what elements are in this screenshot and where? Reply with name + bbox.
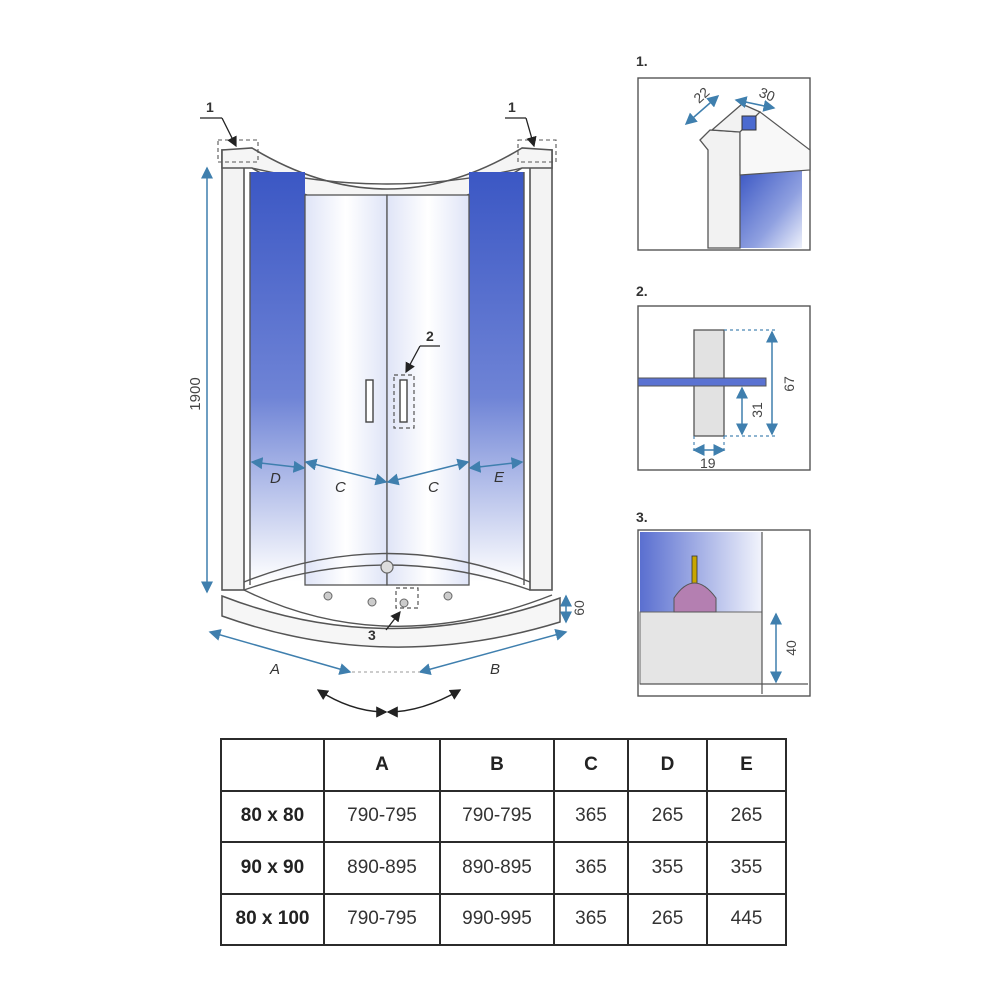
table-cell: 365 xyxy=(553,892,629,946)
detail-3-title: 3. xyxy=(636,509,648,525)
row-label: 90 x 90 xyxy=(220,841,325,895)
detail-1-title: 1. xyxy=(636,53,648,69)
shower-tray xyxy=(221,594,561,648)
detail-3-post xyxy=(691,555,698,587)
callouts: 1 1 2 3 xyxy=(200,99,537,643)
row-label: 80 x 100 xyxy=(220,892,325,946)
table-cell: 355 xyxy=(706,841,787,895)
detail-3: 3. 40 xyxy=(636,509,811,697)
detail-3-seal xyxy=(673,582,717,613)
right-door-handle xyxy=(399,379,408,423)
detail-2-dim-mid: 31 xyxy=(749,402,765,418)
main-dimensions: 1900 60 D C C E A B xyxy=(187,166,587,718)
callout-1-right: 1 xyxy=(508,99,516,115)
table-cell: 265 xyxy=(627,789,708,843)
detail-2: 2. 67 31 19 xyxy=(636,283,811,471)
header-cell xyxy=(220,738,325,792)
dim-c-right-label: C xyxy=(428,479,439,496)
left-door-handle xyxy=(365,379,374,423)
table-cell: 365 xyxy=(553,841,629,895)
table-cell: 790-795 xyxy=(439,789,555,843)
right-fixed-glass xyxy=(469,172,524,582)
header-cell: D xyxy=(627,738,708,792)
table-cell: 790-795 xyxy=(323,892,441,946)
table-header-row: A B C D E xyxy=(220,738,787,792)
detail-2-dim-height: 67 xyxy=(781,376,797,392)
header-cell: C xyxy=(553,738,629,792)
enclosure xyxy=(217,139,561,648)
detail-2-title: 2. xyxy=(636,283,648,299)
left-post xyxy=(221,149,245,591)
dim-b-label: B xyxy=(490,661,500,678)
detail-3-dim-height: 40 xyxy=(783,640,799,656)
table-cell: 990-995 xyxy=(439,892,555,946)
detail-1: 1. 22 30 xyxy=(636,53,811,251)
table-row: 80 x 80 790-795 790-795 365 265 265 xyxy=(220,789,787,843)
dim-a-label: A xyxy=(269,661,280,678)
dim-c-left-label: C xyxy=(335,479,346,496)
callout-1-left: 1 xyxy=(206,99,214,115)
table-row: 90 x 90 890-895 890-895 365 355 355 xyxy=(220,841,787,895)
detail-1-dim-b: 30 xyxy=(757,84,778,105)
dim-tray-label: 60 xyxy=(571,600,587,616)
row-label: 80 x 80 xyxy=(220,789,325,843)
right-sliding-door xyxy=(386,194,470,586)
detail-2-dim-width: 19 xyxy=(700,455,716,471)
header-cell: B xyxy=(439,738,555,792)
table-cell: 890-895 xyxy=(439,841,555,895)
header-cell: E xyxy=(706,738,787,792)
dim-d-label: D xyxy=(270,470,281,487)
drain xyxy=(380,560,394,574)
table-cell: 265 xyxy=(706,789,787,843)
right-post xyxy=(529,149,553,591)
left-fixed-glass xyxy=(250,172,305,582)
table-cell: 890-895 xyxy=(323,841,441,895)
table-cell: 365 xyxy=(553,789,629,843)
dim-e-label: E xyxy=(494,469,505,486)
table-cell: 265 xyxy=(627,892,708,946)
table-cell: 355 xyxy=(627,841,708,895)
dim-height-label: 1900 xyxy=(187,377,204,410)
left-sliding-door xyxy=(304,194,388,586)
table-row: 80 x 100 790-795 990-995 365 265 445 xyxy=(220,892,787,946)
dimensions-table: A B C D E 80 x 80 790-795 790-795 365 26… xyxy=(220,738,787,946)
table-cell: 445 xyxy=(706,892,787,946)
header-cell: A xyxy=(323,738,441,792)
table-cell: 790-795 xyxy=(323,789,441,843)
callout-2: 2 xyxy=(426,328,434,344)
callout-3: 3 xyxy=(368,627,376,643)
